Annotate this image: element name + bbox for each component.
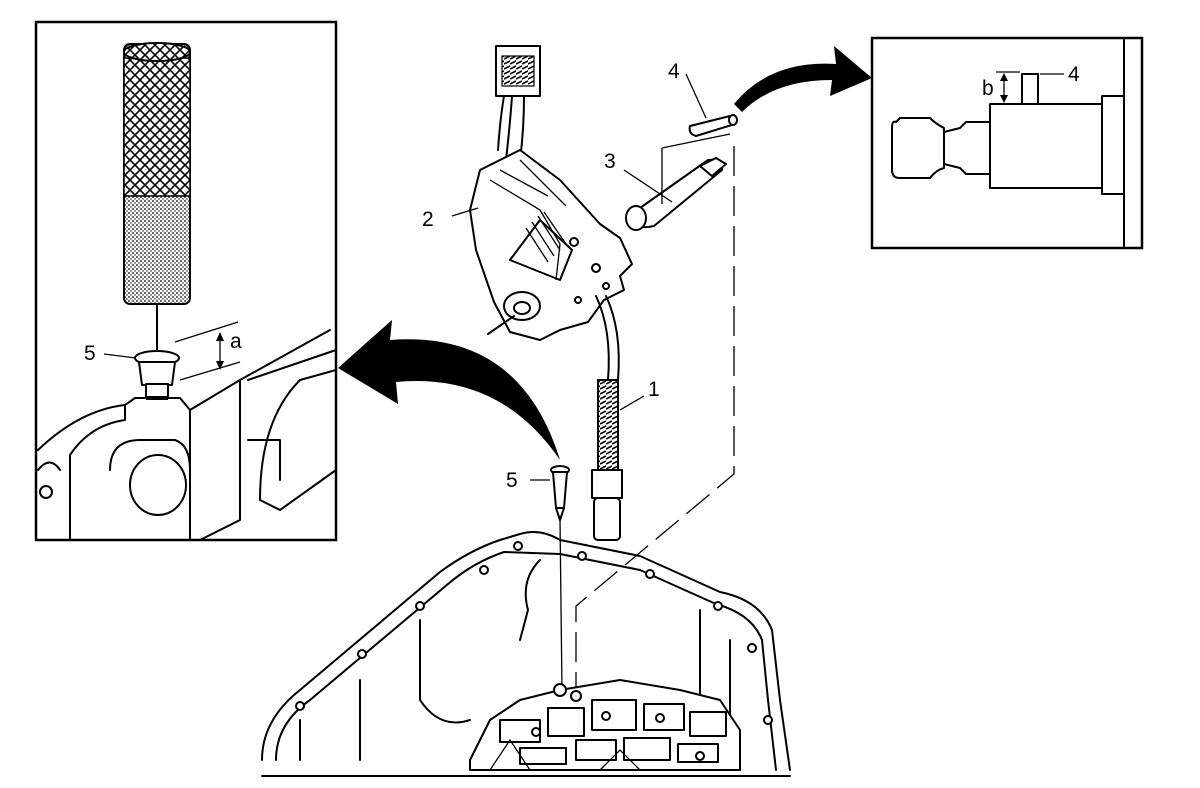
label-5: 5 [506, 469, 518, 492]
right-detail-inset: b 4 [870, 36, 1144, 250]
part-pin-5: 5 [506, 465, 570, 521]
label-1: 1 [648, 378, 660, 401]
inset-housing [37, 329, 337, 541]
curved-arrow-right [734, 46, 872, 112]
left-detail-inset: 5 a [34, 20, 338, 542]
dimension-a [174, 321, 241, 381]
part-switch-assembly-2: 2 [422, 45, 633, 341]
installer-tool [123, 42, 191, 351]
inset-right-label-b: b [982, 77, 994, 100]
inset-valve [891, 73, 1125, 195]
part-rod-1: 1 [591, 295, 660, 541]
part-pin-4: 4 [668, 60, 738, 137]
label-3: 3 [604, 150, 616, 173]
label-2: 2 [422, 208, 434, 231]
curved-arrow-left [338, 320, 560, 460]
inset-left-label-a: a [230, 330, 242, 353]
label-4: 4 [668, 60, 680, 83]
assembly-guide-lines [559, 146, 735, 691]
inset-right-label-4: 4 [1068, 63, 1080, 86]
transmission-case [261, 531, 791, 777]
valve-body-channels [469, 679, 741, 771]
part-valve-3: 3 [604, 133, 731, 231]
inset-left-label-5: 5 [84, 342, 96, 365]
dimension-b [996, 71, 1020, 105]
